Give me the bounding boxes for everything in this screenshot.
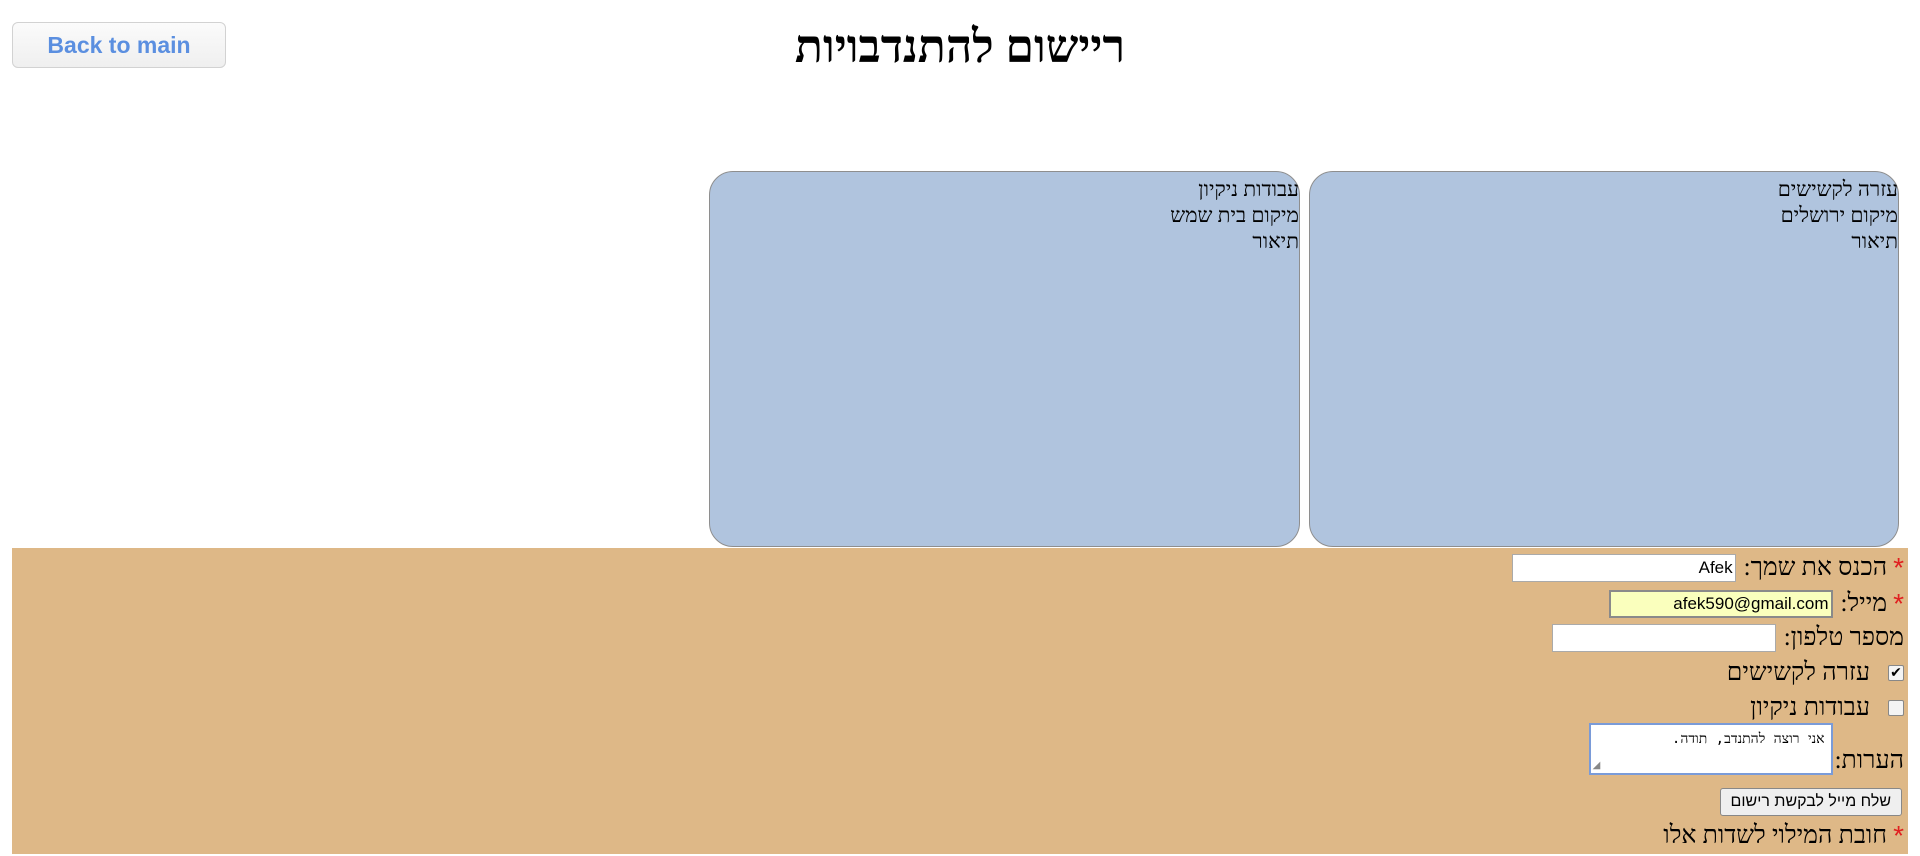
notes-label: הערות:: [1834, 747, 1904, 774]
notes-textarea[interactable]: אני רוצה להתנדב, תודה. ◢: [1588, 723, 1833, 775]
card-title: עזרה לקשישים: [1777, 177, 1898, 201]
notes-row: הערות: אני רוצה להתנדב, תודה. ◢: [1588, 723, 1904, 775]
card-title: עבודות ניקיון: [1198, 177, 1299, 201]
card-location: מיקום בית שמש: [1170, 203, 1299, 227]
card-description: תיאור: [1851, 229, 1898, 253]
checkbox-elderly[interactable]: ✔: [1888, 665, 1904, 681]
required-note: חובת המילוי לשדות אלו: [1663, 822, 1888, 849]
option-cleaning-label: עבודות ניקיון: [1750, 694, 1870, 721]
submit-row: שלח מייל לבקשת רישום: [1719, 788, 1902, 816]
option-cleaning-row: עבודות ניקיון: [1750, 694, 1904, 722]
card-location: מיקום ירושלים: [1780, 203, 1898, 227]
card-description: תיאור: [1252, 229, 1299, 253]
page-title: ריישום להתנדבויות: [794, 21, 1126, 72]
required-mark: *: [1893, 820, 1904, 851]
email-input[interactable]: [1608, 590, 1833, 618]
resize-grip-icon[interactable]: ◢: [1592, 760, 1601, 771]
notes-text: אני רוצה להתנדב, תודה.: [1671, 731, 1825, 747]
option-elderly-row: ✔ עזרה לקשישים: [1727, 659, 1904, 687]
phone-input[interactable]: [1551, 624, 1776, 652]
checkbox-cleaning[interactable]: [1888, 700, 1904, 716]
email-row: * מייל:: [1608, 588, 1904, 620]
name-input[interactable]: [1511, 554, 1736, 582]
back-to-main-button[interactable]: Back to main: [12, 22, 226, 68]
required-note-row: * חובת המילוי לשדות אלו: [1663, 820, 1904, 852]
name-row: * הכנס את שמך:: [1511, 552, 1904, 584]
email-label: מייל:: [1840, 590, 1888, 617]
required-mark: *: [1893, 552, 1904, 583]
volunteer-card-cleaning[interactable]: עבודות ניקיון מיקום בית שמש תיאור: [709, 171, 1300, 547]
phone-label: מספר טלפון:: [1783, 624, 1904, 651]
option-elderly-label: עזרה לקשישים: [1726, 659, 1870, 686]
phone-row: מספר טלפון:: [1551, 624, 1904, 652]
required-mark: *: [1893, 588, 1904, 619]
registration-form: * הכנס את שמך: * מייל: מספר טלפון: ✔ עזר…: [12, 548, 1908, 854]
send-registration-button[interactable]: שלח מייל לבקשת רישום: [1719, 788, 1902, 816]
volunteer-card-elderly[interactable]: עזרה לקשישים מיקום ירושלים תיאור: [1309, 171, 1899, 547]
name-label: הכנס את שמך:: [1743, 554, 1888, 581]
